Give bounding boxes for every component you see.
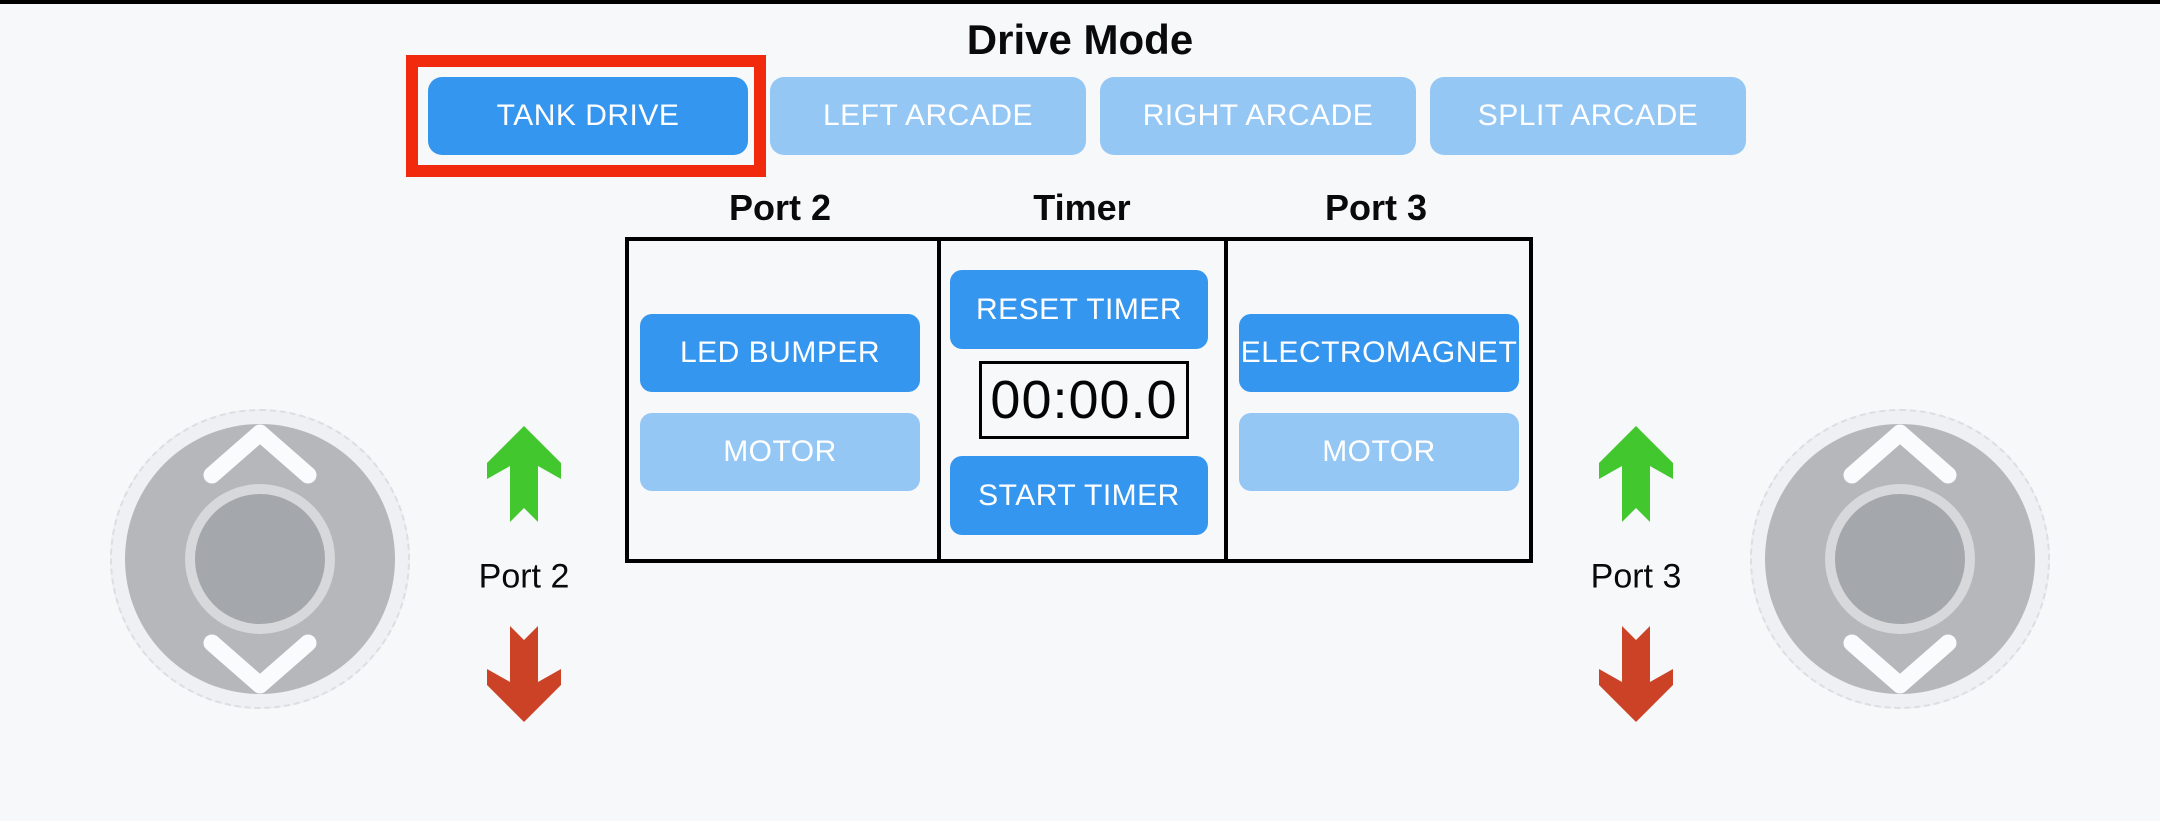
up-arrow-icon [1599, 426, 1673, 522]
tank-drive-highlight-box [406, 55, 766, 177]
joystick-direction-chevrons [203, 424, 317, 694]
timer-display: 00:00.0 [979, 361, 1189, 439]
joystick-knob[interactable] [1835, 494, 1965, 624]
right-joystick[interactable] [1750, 409, 2050, 709]
chevron-up-icon [203, 424, 317, 484]
right-arcade-button[interactable]: RIGHT ARCADE [1100, 77, 1416, 155]
port3-motor-button[interactable]: MOTOR [1239, 413, 1519, 491]
tank-drive-button[interactable]: TANK DRIVE [428, 77, 748, 155]
port2-motor-button[interactable]: MOTOR [640, 413, 920, 491]
table-divider [1224, 241, 1228, 559]
port3-header: Port 3 [1324, 187, 1428, 228]
joystick-direction-chevrons [1843, 424, 1957, 694]
electromagnet-button[interactable]: ELECTROMAGNET [1239, 314, 1519, 392]
down-arrow-icon [1599, 626, 1673, 722]
top-border-bar [0, 0, 2160, 4]
left-joystick[interactable] [110, 409, 410, 709]
chevron-up-icon [1843, 424, 1957, 484]
chevron-down-icon [1843, 634, 1957, 694]
reset-timer-button[interactable]: RESET TIMER [950, 270, 1208, 349]
left-arcade-button[interactable]: LEFT ARCADE [770, 77, 1086, 155]
right-port-label: Port 3 [1590, 557, 1682, 596]
drive-mode-title: Drive Mode [966, 16, 1194, 63]
joystick-knob[interactable] [195, 494, 325, 624]
chevron-down-icon [203, 634, 317, 694]
left-port-label: Port 2 [478, 557, 570, 596]
table-divider [937, 241, 941, 559]
control-table [625, 237, 1533, 563]
timer-header: Timer [1033, 187, 1131, 228]
split-arcade-button[interactable]: SPLIT ARCADE [1430, 77, 1746, 155]
up-arrow-icon [487, 426, 561, 522]
down-arrow-icon [487, 626, 561, 722]
start-timer-button[interactable]: START TIMER [950, 456, 1208, 535]
port2-header: Port 2 [728, 187, 832, 228]
led-bumper-button[interactable]: LED BUMPER [640, 314, 920, 392]
